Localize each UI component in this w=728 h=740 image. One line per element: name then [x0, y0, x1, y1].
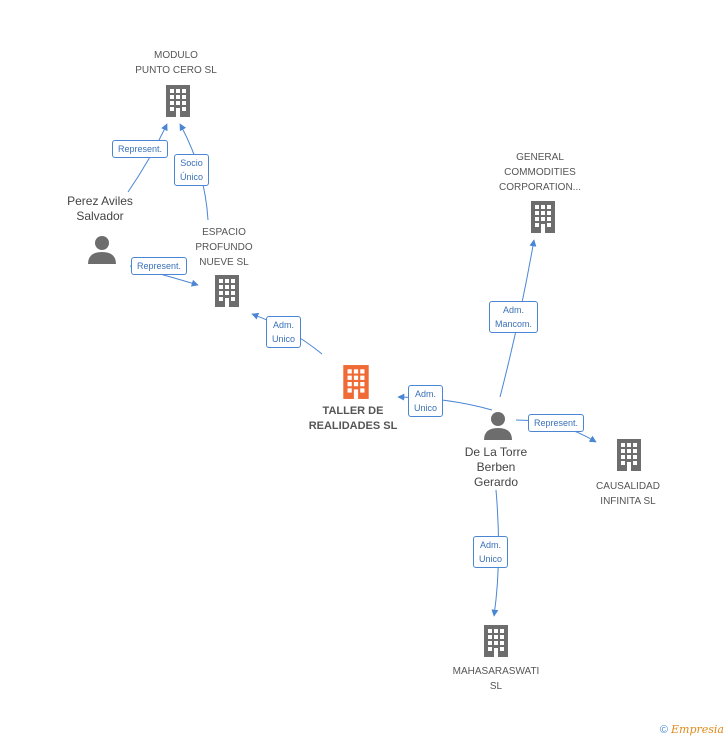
edge-tag-represent[interactable]: Represent. [112, 140, 169, 158]
edge-tag-represent[interactable]: Represent. [131, 257, 188, 275]
node-label-perez[interactable]: Perez Aviles Salvador [67, 194, 133, 223]
copyright-symbol: © [659, 724, 668, 736]
edge-tag-adm-unico[interactable]: Adm. Unico [408, 385, 444, 417]
node-label-mahasaraswati[interactable]: MAHASARASWATI SL [452, 666, 540, 692]
edge-tag-adm-unico[interactable]: Adm. Unico [266, 316, 302, 348]
building-icon [215, 275, 239, 307]
main-building-icon [343, 365, 369, 399]
edge-tag-socio-unico[interactable]: Socio Único [174, 154, 210, 186]
building-icon [166, 85, 190, 117]
edge-perez-modulo [127, 123, 168, 193]
node-label-delatorre[interactable]: De La Torre Berben Gerardo [464, 445, 528, 489]
brand-logo[interactable]: Empresia [671, 723, 724, 736]
node-label-taller[interactable]: TALLER DE REALIDADES SL [308, 405, 398, 432]
node-label-causalidad[interactable]: CAUSALIDAD INFINITA SL [596, 481, 660, 507]
edge-tag-adm-unico[interactable]: Adm. Unico [473, 536, 509, 568]
person-icon [88, 236, 116, 264]
node-label-general[interactable]: GENERAL COMMODITIES CORPORATION... [498, 152, 582, 193]
node-label-espacio[interactable]: ESPACIO PROFUNDO NUEVE SL [195, 227, 253, 268]
person-icon [484, 412, 512, 440]
edge-tag-represent[interactable]: Represent. [528, 414, 585, 432]
node-label-modulo[interactable]: MODULO PUNTO CERO SL [135, 50, 217, 76]
copyright-footer: © Empresia [660, 723, 724, 736]
building-icon [531, 201, 555, 233]
building-icon [484, 625, 508, 657]
building-icon [617, 439, 641, 471]
edge-tag-adm-mancom[interactable]: Adm. Mancom. [489, 301, 539, 333]
